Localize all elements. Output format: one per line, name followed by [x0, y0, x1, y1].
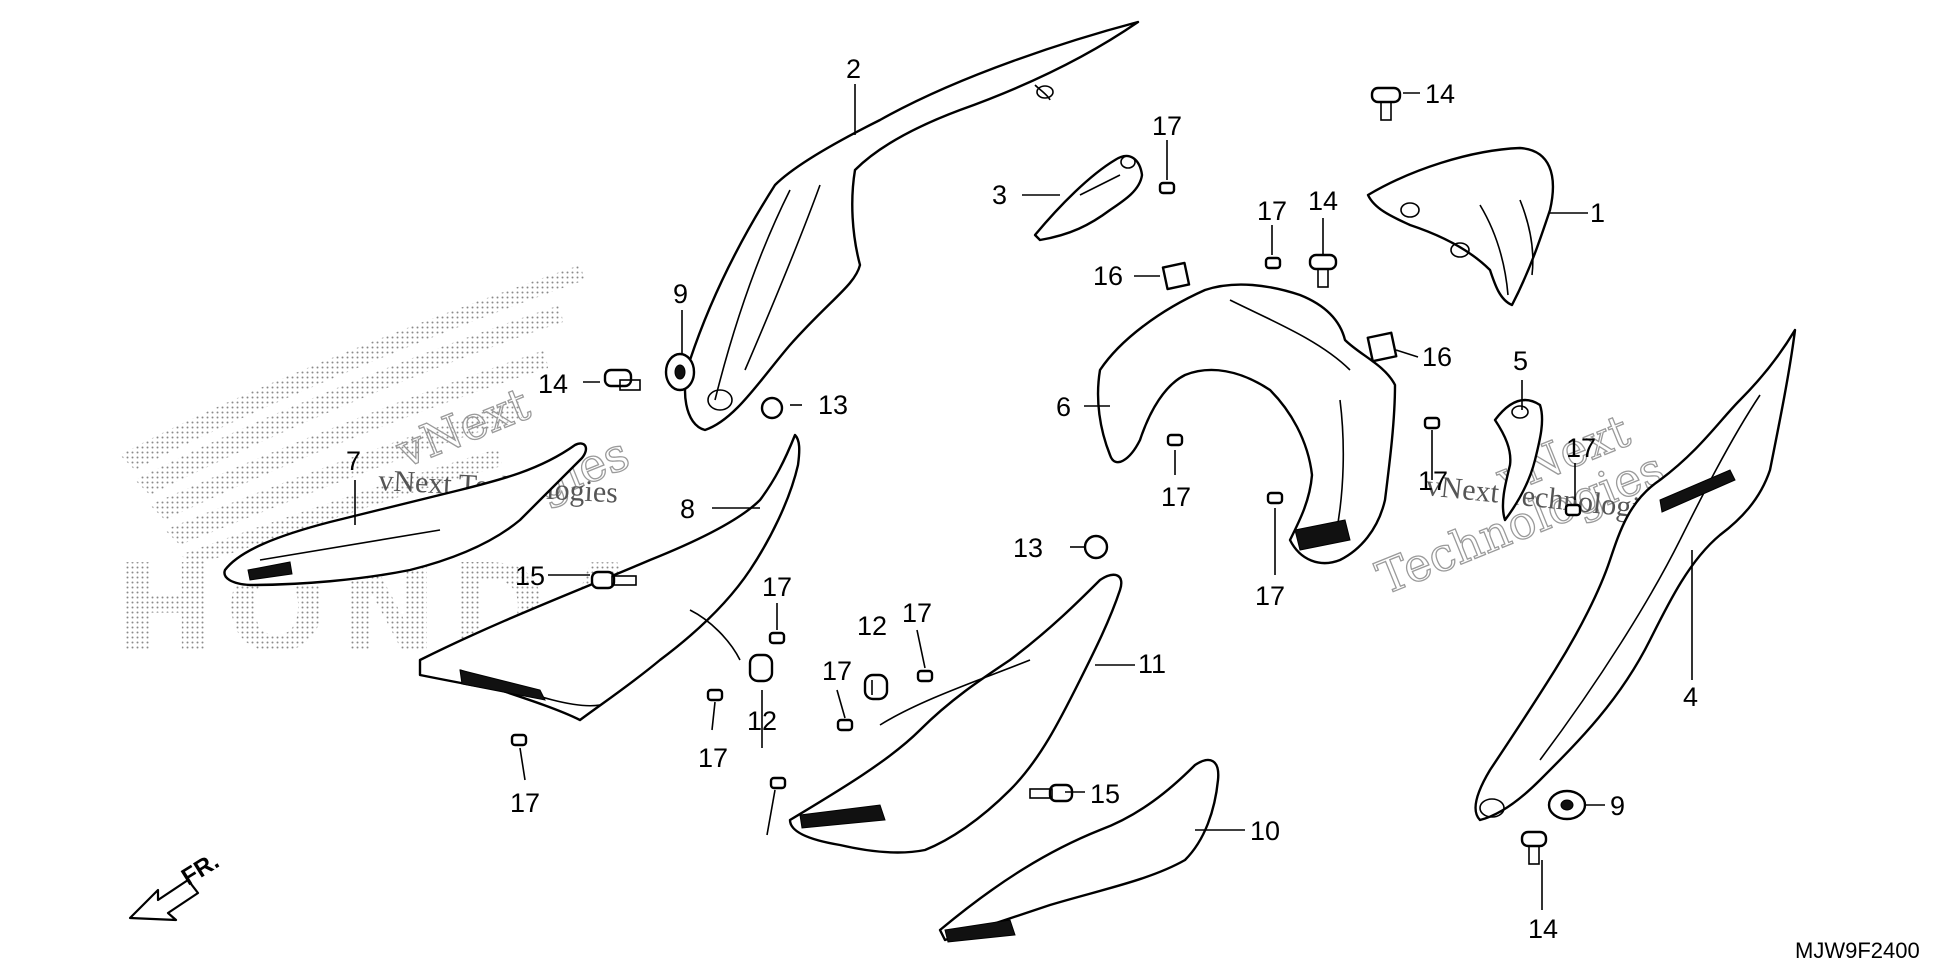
part-10-lower-panel [938, 758, 1220, 943]
callout-9-left: 9 [673, 279, 688, 309]
callout-12-left: 12 [747, 706, 777, 736]
grommet-9-a [664, 352, 696, 392]
grommet-9-b [1547, 789, 1587, 821]
callout-17-k: 17 [510, 788, 540, 818]
part-7-left-trim [223, 442, 588, 587]
callout-13-left: 13 [818, 390, 848, 420]
callout-15-left: 15 [515, 561, 545, 591]
callout-5: 5 [1513, 346, 1528, 376]
callout-16-right: 16 [1422, 342, 1452, 372]
front-direction-indicator: FR. [128, 848, 224, 922]
callout-14-left: 14 [538, 369, 568, 399]
screw-17-j [706, 688, 724, 702]
screw-17-e [1423, 416, 1441, 430]
nut-13-a [760, 396, 784, 420]
bolt-15-b [1029, 783, 1074, 803]
part-11-center-lower-cover [788, 573, 1123, 854]
part-3-bracket [1033, 154, 1144, 242]
screw-17-k [510, 733, 528, 747]
part-5-bracket [1493, 398, 1544, 522]
callout-10: 10 [1250, 816, 1280, 846]
callout-7: 7 [346, 446, 361, 476]
bolt-14-c [603, 368, 641, 391]
callout-17-j: 17 [698, 743, 728, 773]
screw-17-g [768, 631, 786, 645]
front-marker-label: FR. [177, 848, 224, 891]
nut-13-b [1083, 534, 1109, 560]
callout-14-top: 14 [1425, 79, 1455, 109]
callout-4: 4 [1683, 682, 1698, 712]
callout-17-f: 17 [1566, 433, 1596, 463]
leader-lines [354, 84, 1693, 910]
callout-17-c: 17 [1161, 482, 1191, 512]
screw-17-a [1158, 181, 1176, 195]
callout-17-g: 17 [762, 572, 792, 602]
screw-17-i [836, 718, 854, 732]
callout-17-b: 17 [1257, 196, 1287, 226]
callout-8: 8 [680, 494, 695, 524]
fasteners [510, 86, 1587, 865]
screw-17-h [916, 669, 934, 683]
spacer-12-a [748, 653, 774, 683]
screw-17-b [1264, 256, 1282, 270]
callout-17-e: 17 [1418, 466, 1448, 496]
callout-9-right: 9 [1610, 791, 1625, 821]
callout-6: 6 [1056, 392, 1071, 422]
clip-16-a [1161, 261, 1191, 291]
callout-14-mid: 14 [1308, 186, 1338, 216]
callout-17-d: 17 [1255, 581, 1285, 611]
callout-3: 3 [992, 180, 1007, 210]
bolt-14-d [1520, 830, 1548, 865]
part-4-right-side-cover [1474, 328, 1797, 822]
callout-numbers: 1 2 3 4 5 6 7 8 9 9 10 11 12 12 13 13 14… [346, 54, 1698, 944]
screw-17-c [1166, 433, 1184, 447]
front-arrow-icon [128, 878, 200, 922]
screw-17-d [1266, 491, 1284, 505]
callout-17-a: 17 [1152, 111, 1182, 141]
spacer-12-b [863, 673, 889, 701]
callout-17-h: 17 [902, 598, 932, 628]
callout-17-i: 17 [822, 656, 852, 686]
callout-1: 1 [1590, 198, 1605, 228]
screw-17-f [1564, 503, 1582, 517]
clip-16-b [1366, 331, 1398, 363]
callout-12-right: 12 [857, 611, 887, 641]
bolt-14-a [1370, 86, 1402, 121]
callout-2: 2 [846, 54, 861, 84]
callout-16-left: 16 [1093, 261, 1123, 291]
callout-15-right: 15 [1090, 779, 1120, 809]
diagram-code: MJW9F2400 [1795, 938, 1920, 963]
callout-13-right: 13 [1013, 533, 1043, 563]
callout-14-bottom: 14 [1528, 914, 1558, 944]
part-1-rear-cowl [1366, 146, 1555, 307]
callout-11: 11 [1138, 649, 1166, 679]
bolt-14-b [1308, 253, 1338, 288]
screw-17-l [769, 776, 787, 790]
bolt-15-a [590, 570, 637, 590]
part-6-rear-inner-cover [1096, 283, 1397, 565]
